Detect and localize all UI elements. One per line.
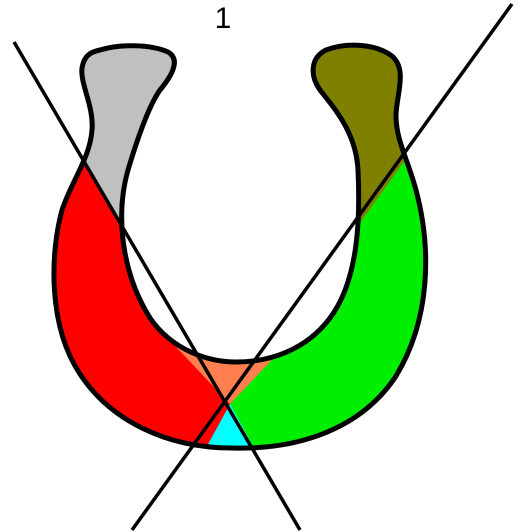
diagram-label: 1 (215, 2, 232, 35)
